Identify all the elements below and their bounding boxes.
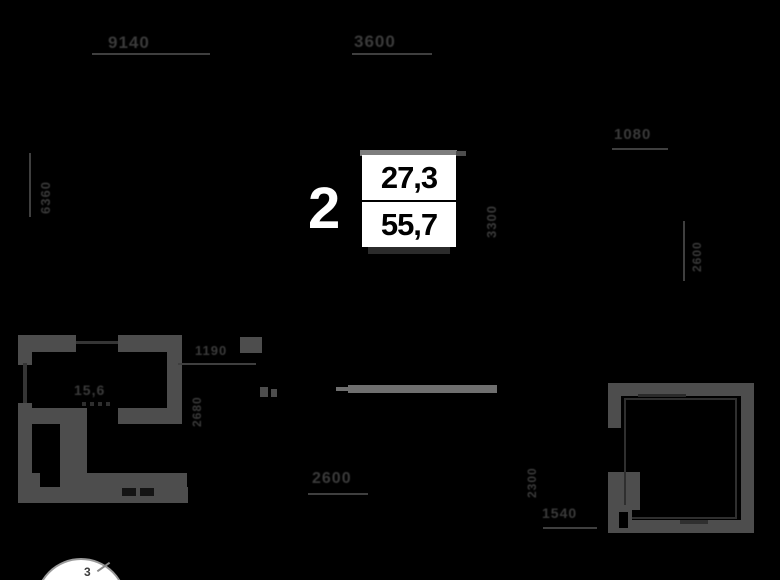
wall-bl-right xyxy=(167,335,182,423)
dim-line-right xyxy=(683,221,685,281)
dim-right-vertical: 2600 xyxy=(690,241,704,272)
dim-line-top-center xyxy=(352,53,432,55)
wall-bl-top-3 xyxy=(240,337,262,353)
wall-br-left-upper xyxy=(608,383,621,428)
dim-badge-right-vertical: 3300 xyxy=(484,205,499,238)
window-line-bl-top xyxy=(76,341,118,344)
badge-divider xyxy=(362,200,456,202)
bedroom-label: 15,6 xyxy=(74,382,106,398)
wall-bl-top-1 xyxy=(18,335,76,352)
dim-door-width: 1190 xyxy=(195,343,228,358)
wall-bl-bottom-upper xyxy=(60,473,187,488)
wall-below-badge xyxy=(368,247,450,254)
level-number: 3 xyxy=(84,565,91,579)
dim-hall-vertical: 2300 xyxy=(525,467,539,498)
dim-line-top-right xyxy=(612,148,668,150)
radiator-mark-1 xyxy=(122,488,136,496)
wall-above-badge-stub xyxy=(456,151,466,156)
wall-center-taper xyxy=(336,387,350,391)
area-badge: 27,3 55,7 xyxy=(362,155,456,247)
wall-center-stub-2 xyxy=(271,389,277,397)
wall-above-badge xyxy=(360,150,457,156)
wall-br-bottom xyxy=(608,520,754,533)
wall-bl-left-mid xyxy=(18,403,32,425)
rooms-count: 2 xyxy=(308,176,340,241)
dim-left-vertical: 6360 xyxy=(38,181,53,214)
level-circle xyxy=(35,558,127,580)
bedroom-sublabel-ticks xyxy=(82,402,112,406)
wall-br-top xyxy=(608,383,754,396)
window-line-br-top xyxy=(638,394,686,397)
dim-line-bottom-right-small xyxy=(543,527,597,529)
dim-bottom-center: 2600 xyxy=(312,470,352,487)
mark-br-bottom xyxy=(680,520,708,524)
radiator-mark-2 xyxy=(140,488,154,496)
door-leaf-br xyxy=(619,512,628,528)
wall-center-bar xyxy=(348,385,497,393)
wall-bl-mid-2 xyxy=(118,408,182,424)
wall-bl-mid-1 xyxy=(30,408,87,424)
dim-line-top-left xyxy=(92,53,210,55)
wall-center-stub-1 xyxy=(260,387,268,397)
dim-line-left xyxy=(29,153,31,217)
wall-bl-top-2 xyxy=(118,335,182,352)
living-area-value: 27,3 xyxy=(380,159,438,195)
wall-bl-bottom-corner xyxy=(18,473,40,487)
total-area-value: 55,7 xyxy=(380,206,438,242)
dim-line-door xyxy=(178,363,256,365)
dim-bedroom-right: 2680 xyxy=(190,396,204,427)
dim-top-right: 1080 xyxy=(614,126,652,143)
wall-bl-left-upper xyxy=(18,335,32,365)
room-inner-outline xyxy=(624,398,737,519)
wall-br-right xyxy=(741,383,754,533)
dim-line-bottom-center xyxy=(308,493,368,495)
dim-top-center: 3600 xyxy=(354,32,396,51)
wall-bl-bottom-lower xyxy=(18,487,188,503)
dim-bottom-right-small: 1540 xyxy=(542,505,578,521)
window-line-bl-left xyxy=(23,363,27,405)
dim-top-left: 9140 xyxy=(108,33,150,52)
